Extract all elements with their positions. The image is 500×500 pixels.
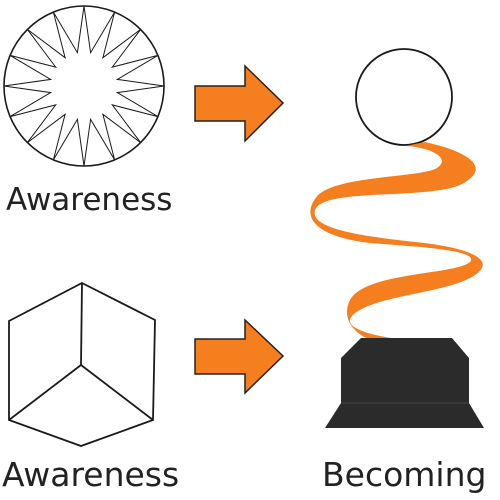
flame-swirl-icon	[310, 142, 483, 346]
star-circle-icon	[3, 5, 165, 167]
cube-icon	[8, 281, 156, 447]
pedestal-icon	[325, 338, 484, 428]
top-arrow-icon	[194, 64, 285, 143]
becoming-label: Becoming	[322, 455, 487, 494]
awareness-label-bottom: Awareness	[2, 455, 180, 494]
awareness-label-top: Awareness	[6, 182, 173, 218]
bottom-arrow-icon	[194, 318, 285, 395]
sphere-icon	[355, 48, 453, 146]
